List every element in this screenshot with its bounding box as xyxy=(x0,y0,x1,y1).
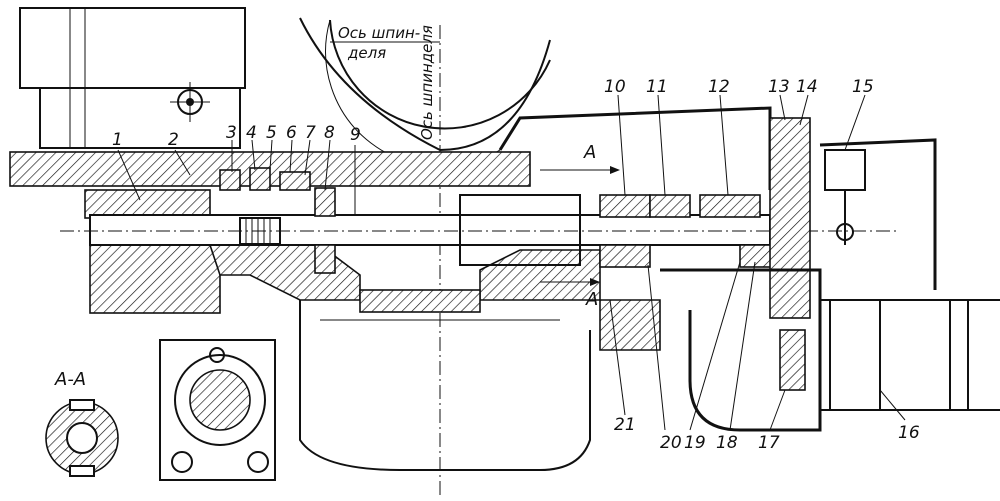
spindle-axis-label-top-line2: деля xyxy=(347,44,386,62)
callout-4: 4 xyxy=(246,123,257,143)
callout-6: 6 xyxy=(286,123,297,143)
right-gear-housing xyxy=(498,106,1000,432)
callout-5: 5 xyxy=(266,123,277,143)
callout-16: 16 xyxy=(898,423,920,443)
callout-1: 1 xyxy=(112,130,123,150)
thread-lines xyxy=(245,218,271,244)
callout-17: 17 xyxy=(758,433,780,453)
callout-leaders xyxy=(117,94,906,431)
callout-9: 9 xyxy=(350,125,361,145)
callout-10: 10 xyxy=(604,77,626,97)
callout-20: 20 xyxy=(660,433,682,453)
motor-housing-block xyxy=(19,7,246,149)
callout-2: 2 xyxy=(168,130,179,150)
spindle-axis-label-top-line1: Ось шпин- xyxy=(338,24,420,42)
callout-13: 13 xyxy=(768,77,790,97)
callout-18: 18 xyxy=(716,433,738,453)
callout-7: 7 xyxy=(305,123,316,143)
round-flange xyxy=(159,339,276,481)
main-housing-bar xyxy=(9,151,601,314)
lower-casting xyxy=(299,300,591,471)
section-title-aa: А-А xyxy=(54,369,86,390)
callout-14: 14 xyxy=(796,77,818,97)
callout-21: 21 xyxy=(614,415,636,435)
callout-11: 11 xyxy=(646,77,668,97)
spindle-axis-label-vertical: Ось шпинделя xyxy=(418,25,436,140)
callout-15: 15 xyxy=(852,77,874,97)
callout-8: 8 xyxy=(324,123,335,143)
callout-19: 19 xyxy=(684,433,706,453)
callout-12: 12 xyxy=(708,77,730,97)
section-mark-top: А xyxy=(583,142,596,163)
callout-3: 3 xyxy=(226,123,237,143)
section-aa-detail xyxy=(45,399,119,477)
central-shaft xyxy=(60,194,900,266)
bearing-group-left xyxy=(219,167,336,274)
section-mark-bottom: А xyxy=(585,289,598,310)
bearing-group-right xyxy=(599,194,781,268)
section-arrows xyxy=(540,166,620,286)
